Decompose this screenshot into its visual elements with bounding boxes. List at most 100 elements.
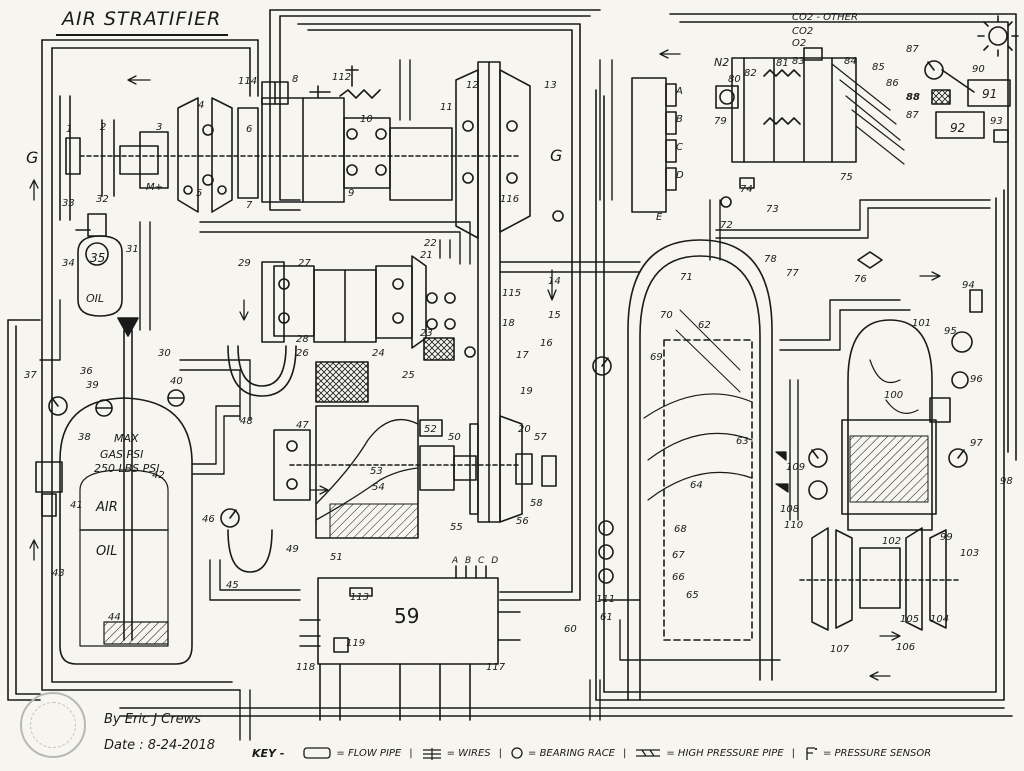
svg-text:56: 56 xyxy=(516,516,529,527)
compressor-assembly xyxy=(65,65,521,213)
svg-text:75: 75 xyxy=(840,172,853,183)
svg-text:28: 28 xyxy=(296,334,309,345)
svg-text:24: 24 xyxy=(372,348,385,359)
svg-text:73: 73 xyxy=(766,204,779,215)
svg-text:114: 114 xyxy=(238,76,257,87)
svg-text:93: 93 xyxy=(990,116,1003,127)
svg-text:91: 91 xyxy=(982,87,997,101)
key-wires: = WIRES xyxy=(446,747,491,759)
notary-seal xyxy=(20,692,86,758)
main-pressure-tank xyxy=(35,317,193,665)
svg-text:43: 43 xyxy=(52,568,65,579)
svg-text:119: 119 xyxy=(346,638,365,649)
svg-text:53: 53 xyxy=(370,466,383,477)
flow-pipe-symbol xyxy=(303,747,332,759)
svg-text:44: 44 xyxy=(108,612,121,623)
svg-text:30: 30 xyxy=(158,348,171,359)
svg-text:76: 76 xyxy=(854,274,867,285)
svg-text:23: 23 xyxy=(420,328,433,339)
key-high-pressure-pipe: = HIGH PRESSURE PIPE xyxy=(666,747,784,759)
svg-text:60: 60 xyxy=(564,624,577,635)
svg-text:94: 94 xyxy=(962,280,975,291)
svg-text:108: 108 xyxy=(780,504,799,515)
svg-text:5: 5 xyxy=(196,188,202,199)
svg-text:68: 68 xyxy=(674,524,687,535)
svg-text:66: 66 xyxy=(672,572,685,583)
svg-text:9: 9 xyxy=(348,188,354,199)
svg-text:90: 90 xyxy=(972,64,985,75)
gauge-label-right: G xyxy=(550,146,563,165)
svg-text:72: 72 xyxy=(720,220,733,231)
outer-pipe-network xyxy=(7,9,1017,717)
diagram-title: AIR STRATIFIER xyxy=(62,8,222,30)
gauges xyxy=(48,60,968,528)
wires-symbol xyxy=(422,748,441,760)
svg-text:67: 67 xyxy=(672,550,685,561)
svg-text:14: 14 xyxy=(548,276,561,287)
o2-label: O2 xyxy=(792,38,807,49)
svg-text:63: 63 xyxy=(736,436,749,447)
legend-key: KEY - = FLOW PIPE | = WIRES | = BEARING … xyxy=(252,746,932,760)
svg-text:62: 62 xyxy=(698,320,711,331)
pressure-sensor-symbol xyxy=(806,747,817,760)
svg-text:21: 21 xyxy=(420,250,433,261)
svg-text:111: 111 xyxy=(596,594,615,605)
svg-text:33: 33 xyxy=(62,198,75,209)
svg-text:8: 8 xyxy=(292,74,298,85)
abcd-terminal-label: A B C D xyxy=(452,556,501,566)
svg-text:117: 117 xyxy=(486,662,506,673)
svg-text:70: 70 xyxy=(660,310,673,321)
svg-text:112: 112 xyxy=(332,72,351,83)
key-label: KEY - xyxy=(252,746,285,760)
svg-text:42: 42 xyxy=(152,470,165,481)
motor-label: M+ xyxy=(146,182,164,193)
small-tank-oil-label: OIL xyxy=(86,292,105,305)
svg-text:87: 87 xyxy=(906,44,919,55)
svg-text:79: 79 xyxy=(714,116,727,127)
svg-text:74: 74 xyxy=(740,184,753,195)
svg-text:4: 4 xyxy=(198,100,204,111)
high-pressure-pipe-symbol xyxy=(636,749,661,757)
box-92 xyxy=(935,111,985,139)
svg-text:38: 38 xyxy=(78,432,91,443)
svg-text:1: 1 xyxy=(66,124,72,135)
side-letter-b: B xyxy=(676,114,683,125)
svg-text:87: 87 xyxy=(906,110,919,121)
tank-max-label: MAX xyxy=(114,432,139,445)
svg-text:92: 92 xyxy=(950,121,965,135)
svg-text:41: 41 xyxy=(70,500,83,511)
svg-text:103: 103 xyxy=(960,548,979,559)
svg-text:107: 107 xyxy=(830,644,850,655)
side-letter-c: C xyxy=(676,142,683,153)
n2-label: N2 xyxy=(714,56,730,69)
svg-text:106: 106 xyxy=(896,642,915,653)
svg-text:46: 46 xyxy=(202,514,215,525)
svg-text:26: 26 xyxy=(296,348,309,359)
svg-text:36: 36 xyxy=(80,366,93,377)
title-underline xyxy=(56,34,228,36)
combustion-chamber xyxy=(799,251,983,631)
co2-other-label: CO2 - OTHER xyxy=(792,12,858,23)
svg-text:39: 39 xyxy=(86,380,99,391)
svg-text:65: 65 xyxy=(686,590,699,601)
svg-text:110: 110 xyxy=(784,520,803,531)
svg-text:49: 49 xyxy=(286,544,299,555)
svg-text:27: 27 xyxy=(298,258,311,269)
key-bearing-race: = BEARING RACE xyxy=(528,747,615,759)
svg-text:82: 82 xyxy=(744,68,757,79)
svg-text:48: 48 xyxy=(240,416,253,427)
svg-text:19: 19 xyxy=(520,386,533,397)
svg-text:61: 61 xyxy=(600,612,613,623)
center-shaft-units xyxy=(227,419,557,573)
tank-air-label: AIR xyxy=(96,500,118,515)
box-91 xyxy=(967,79,1011,107)
svg-text:105: 105 xyxy=(900,614,919,625)
svg-text:22: 22 xyxy=(424,238,437,249)
svg-text:80: 80 xyxy=(728,74,741,85)
drawing-date: Date : 8-24-2018 xyxy=(104,738,215,753)
control-box-59 xyxy=(317,577,499,665)
tank-oil-label: OIL xyxy=(96,544,118,559)
